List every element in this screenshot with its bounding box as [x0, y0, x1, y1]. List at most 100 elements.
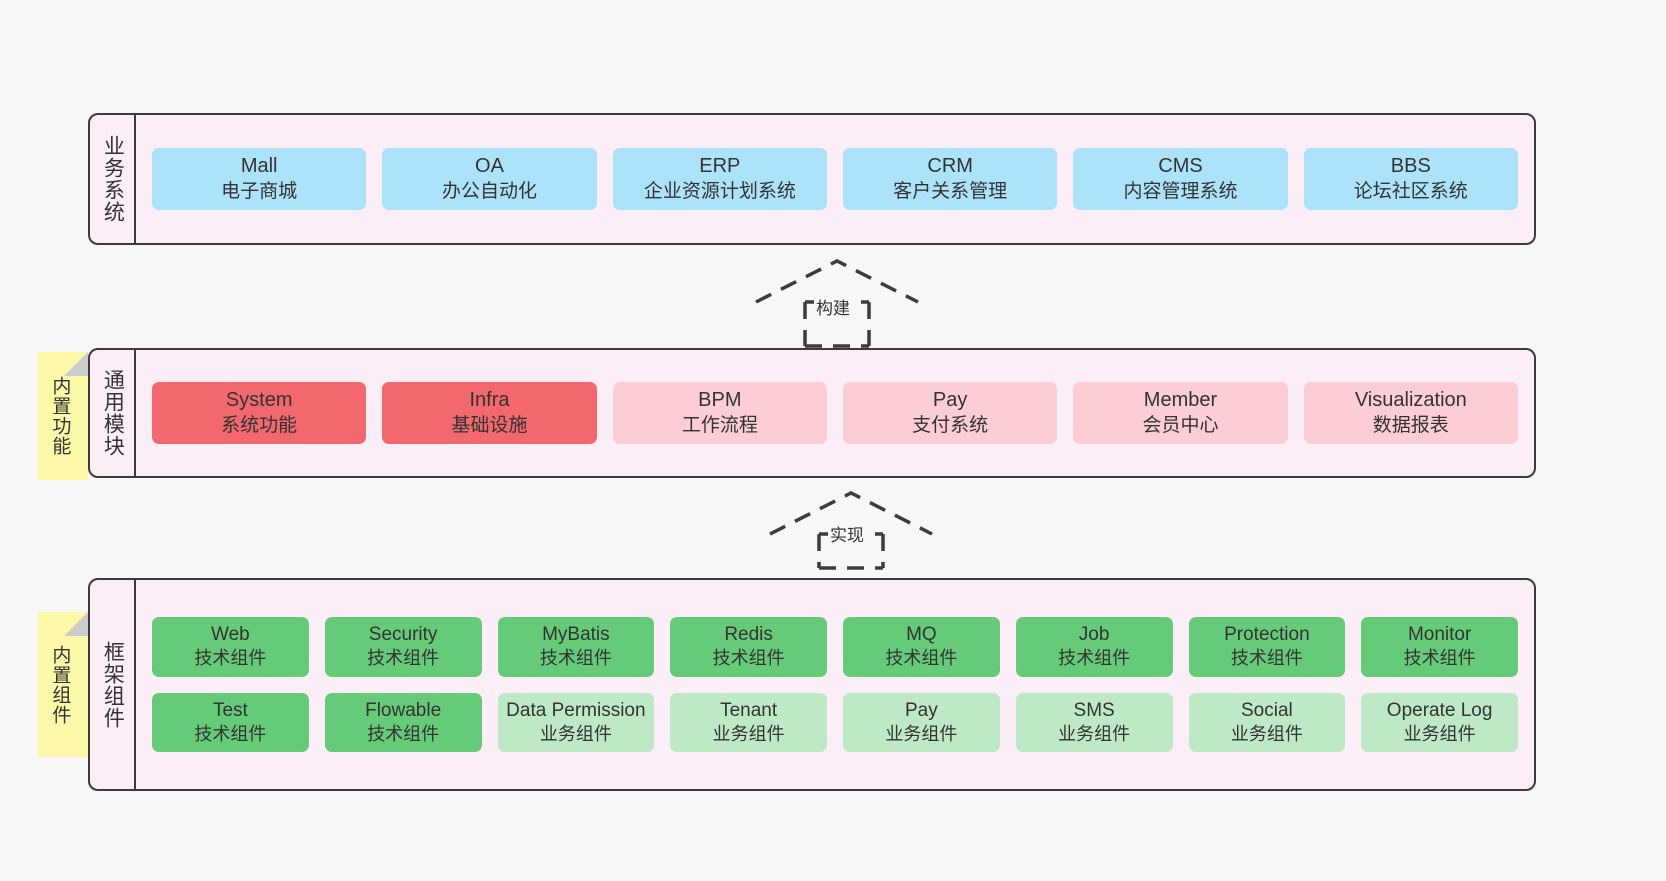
card-subtitle: 业务组件: [539, 723, 612, 744]
card-mall[interactable]: Mall 电子商城: [152, 148, 367, 210]
card-title: ERP: [699, 155, 741, 178]
card-title: BPM: [698, 389, 742, 412]
card-redis[interactable]: Redis 技术组件: [670, 617, 827, 677]
layer-body-common-module: System 系统功能 Infra 基础设施 BPM 工作流程 Pay 支付系统…: [136, 350, 1534, 476]
card-title: Redis: [724, 624, 773, 646]
layer-common-module[interactable]: 通用模块 System 系统功能 Infra 基础设施 BPM 工作流程 Pay: [88, 348, 1536, 478]
card-protection[interactable]: Protection 技术组件: [1188, 617, 1346, 677]
card-erp[interactable]: ERP 企业资源计划系统: [612, 148, 827, 210]
note-text: 内置组件: [49, 644, 71, 725]
card-title: CMS: [1158, 155, 1203, 178]
card-subtitle: 支付系统: [912, 414, 989, 436]
card-title: Pay: [905, 699, 938, 721]
card-subtitle: 业务组件: [885, 723, 958, 744]
card-web[interactable]: Web 技术组件: [152, 617, 309, 677]
card-crm[interactable]: CRM 客户关系管理: [842, 148, 1058, 210]
card-test[interactable]: Test 技术组件: [152, 692, 309, 752]
card-bbs[interactable]: BBS 论坛社区系统: [1303, 148, 1518, 210]
card-operate-log[interactable]: Operate Log 业务组件: [1361, 692, 1518, 752]
card-title: MQ: [906, 624, 937, 646]
card-title: Visualization: [1354, 389, 1467, 412]
card-subtitle: 业务组件: [1403, 723, 1476, 744]
card-row: System 系统功能 Infra 基础设施 BPM 工作流程 Pay 支付系统…: [152, 382, 1518, 444]
card-data-permission[interactable]: Data Permission 业务组件: [497, 692, 655, 752]
card-title: Pay: [932, 389, 968, 412]
card-title: Protection: [1224, 624, 1310, 646]
card-title: MyBatis: [542, 624, 610, 646]
layer-framework-component[interactable]: 框架组件 Web 技术组件 Security 技术组件 MyBatis 技术组件…: [88, 578, 1536, 791]
card-tenant[interactable]: Tenant 业务组件: [670, 692, 827, 752]
card-title: Member: [1143, 389, 1218, 412]
card-title: CRM: [927, 155, 973, 178]
card-job[interactable]: Job 技术组件: [1015, 617, 1173, 677]
card-cms[interactable]: CMS 内容管理系统: [1073, 148, 1288, 210]
card-system[interactable]: System 系统功能: [152, 382, 367, 444]
card-title: SMS: [1073, 699, 1115, 721]
card-member[interactable]: Member 会员中心: [1073, 382, 1288, 444]
card-subtitle: 办公自动化: [441, 180, 537, 202]
card-subtitle: 论坛社区系统: [1353, 180, 1468, 202]
card-subtitle: 会员中心: [1142, 414, 1219, 436]
card-subtitle: 技术组件: [1230, 648, 1303, 669]
card-title: Data Permission: [506, 699, 646, 721]
card-subtitle: 工作流程: [681, 414, 758, 436]
card-subtitle: 技术组件: [712, 648, 785, 669]
card-subtitle: 系统功能: [221, 414, 298, 436]
card-oa[interactable]: OA 办公自动化: [382, 148, 597, 210]
card-subtitle: 技术组件: [885, 648, 958, 669]
card-subtitle: 数据报表: [1372, 414, 1449, 436]
layer-label-text: 通用模块: [101, 369, 125, 457]
note-fold-icon: [64, 612, 88, 636]
card-title: Job: [1078, 624, 1110, 646]
card-bpm[interactable]: BPM 工作流程: [612, 382, 827, 444]
card-title: Security: [368, 624, 438, 646]
card-subtitle: 内容管理系统: [1123, 180, 1238, 202]
layer-label-text: 框架组件: [101, 640, 125, 729]
card-title: Tenant: [720, 699, 778, 721]
card-title: Mall: [240, 155, 278, 178]
card-subtitle: 技术组件: [194, 723, 267, 744]
card-subtitle: 业务组件: [712, 723, 785, 744]
card-title: Test: [212, 699, 248, 721]
card-title: Flowable: [365, 699, 442, 721]
card-visualization[interactable]: Visualization 数据报表: [1303, 382, 1518, 444]
card-row: Mall 电子商城 OA 办公自动化 ERP 企业资源计划系统 CRM 客户关系…: [152, 148, 1518, 210]
card-pay-business[interactable]: Pay 业务组件: [843, 692, 1000, 752]
card-mq[interactable]: MQ 技术组件: [843, 617, 1000, 677]
layer-label-common-module: 通用模块: [90, 350, 136, 476]
card-social[interactable]: Social 业务组件: [1188, 692, 1346, 752]
card-security[interactable]: Security 技术组件: [324, 617, 482, 677]
card-title: BBS: [1390, 155, 1431, 178]
card-subtitle: 技术组件: [539, 648, 612, 669]
card-subtitle: 技术组件: [367, 723, 440, 744]
card-subtitle: 技术组件: [194, 648, 267, 669]
card-subtitle: 业务组件: [1230, 723, 1303, 744]
card-subtitle: 业务组件: [1058, 723, 1131, 744]
card-title: Monitor: [1407, 624, 1472, 646]
card-subtitle: 技术组件: [367, 648, 440, 669]
connector-label-implement: 实现: [828, 521, 866, 546]
card-subtitle: 基础设施: [451, 414, 528, 436]
layer-body-framework-component: Web 技术组件 Security 技术组件 MyBatis 技术组件 Redi…: [136, 580, 1534, 789]
connector-label-build: 构建: [814, 294, 852, 319]
note-fold-icon: [64, 352, 88, 376]
note-builtin-component[interactable]: 内置组件: [38, 612, 88, 757]
layer-label-business-system: 业务系统: [90, 115, 136, 243]
layer-label-text: 业务系统: [101, 135, 125, 223]
card-title: Infra: [469, 389, 510, 412]
card-flowable[interactable]: Flowable 技术组件: [324, 692, 482, 752]
card-subtitle: 技术组件: [1058, 648, 1131, 669]
card-title: System: [225, 389, 293, 412]
card-pay[interactable]: Pay 支付系统: [842, 382, 1058, 444]
card-infra[interactable]: Infra 基础设施: [382, 382, 597, 444]
note-builtin-feature[interactable]: 内置功能: [38, 352, 88, 480]
card-title: Operate Log: [1386, 699, 1493, 721]
card-row: Test 技术组件 Flowable 技术组件 Data Permission …: [152, 692, 1518, 752]
layer-label-framework-component: 框架组件: [90, 580, 136, 789]
card-mybatis[interactable]: MyBatis 技术组件: [497, 617, 655, 677]
connector-build: 构建: [752, 258, 922, 348]
layer-business-system[interactable]: 业务系统 Mall 电子商城 OA 办公自动化 ERP 企业资源计划系统 CRM: [88, 113, 1536, 245]
card-monitor[interactable]: Monitor 技术组件: [1361, 617, 1518, 677]
card-sms[interactable]: SMS 业务组件: [1015, 692, 1173, 752]
card-title: Web: [211, 624, 250, 646]
